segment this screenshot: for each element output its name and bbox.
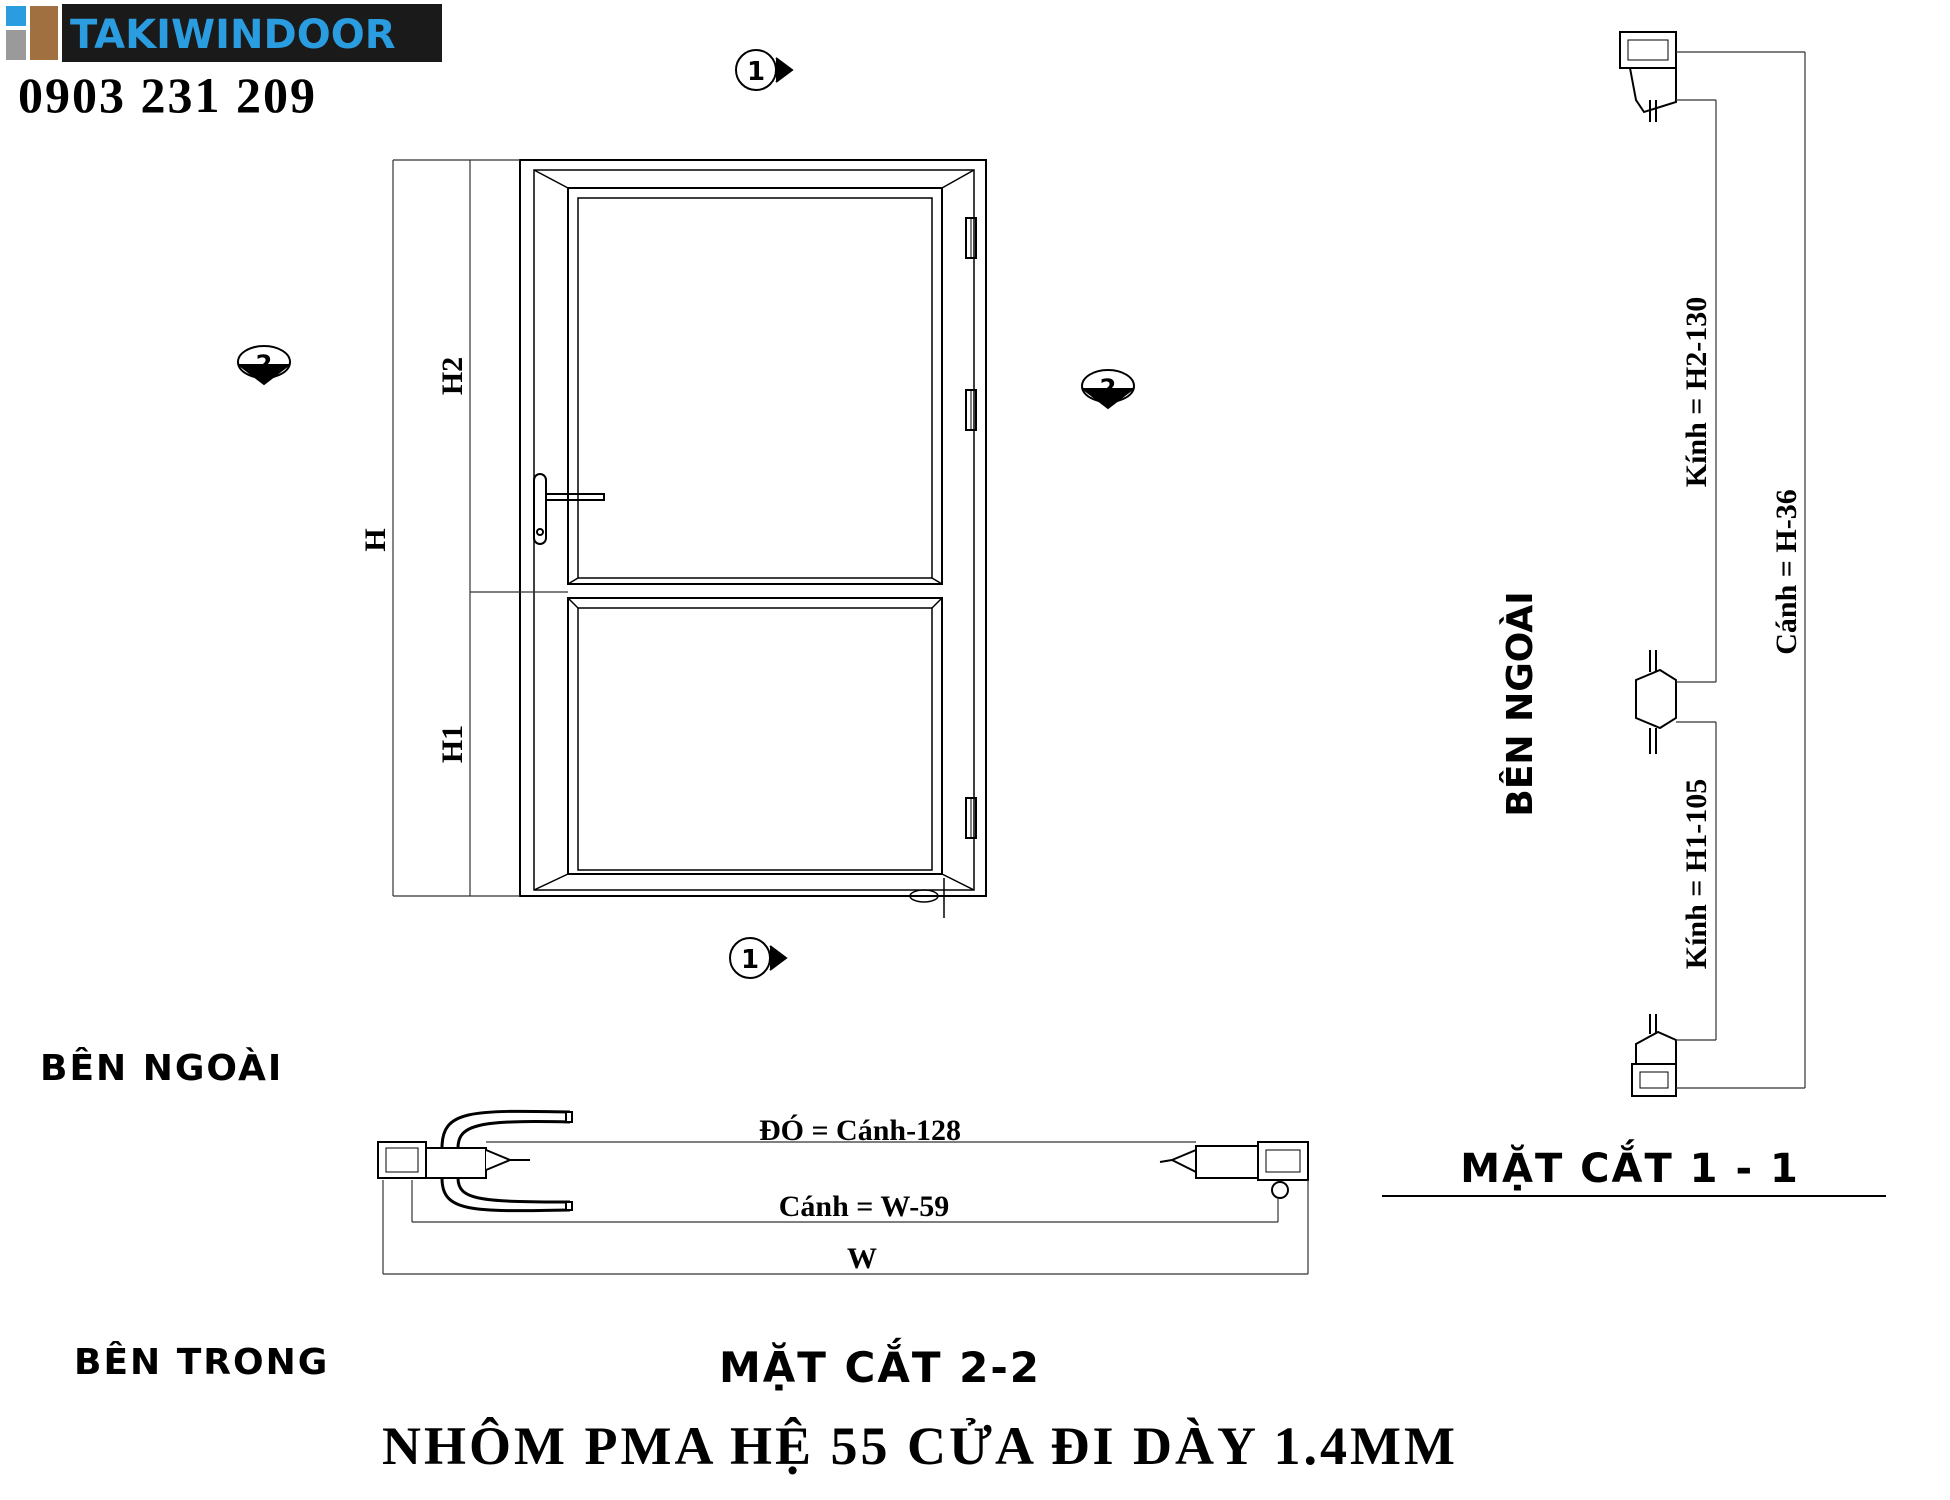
phone-number: 0903 231 209 [18,67,317,123]
door-elevation [519,159,987,918]
door-top-panel-inner [577,197,933,579]
mullion-formula: ĐÓ = Cánh-128 [759,1114,961,1147]
marker-label: 2 [1100,374,1117,402]
section-2-2-outside-label: BÊN NGOÀI [40,1047,283,1089]
glass-bottom-formula: Kính = H1-105 [1680,779,1713,969]
section-1-1-title: MẶT CẮT 1 - 1 [1460,1138,1800,1192]
marker-label: 1 [747,57,765,87]
footer-caption: NHÔM PMA HỆ 55 CỬA ĐI DÀY 1.4MM [382,1416,1458,1476]
sash-width-formula: Cánh = W-59 [779,1190,949,1223]
marker-label: 1 [741,945,759,975]
section-marker-1-top: 1 [735,49,794,91]
door-bottom-panel-inner [577,607,933,871]
profile-right-hinge-side [1159,1141,1309,1199]
logo: TAKIWINDOOR [6,4,442,62]
profile-bottom [1631,1014,1677,1097]
profile-top [1619,31,1677,122]
logo-text: TAKIWINDOOR [70,12,396,58]
section-marker-1-bottom: 1 [729,937,788,979]
dim-label-H: H [359,528,392,551]
door-handle [533,473,605,545]
section-2-2-inside-label: BÊN TRONG [74,1341,329,1383]
dim-label-H2: H2 [436,357,469,395]
door-bottom-panel-outer [567,597,943,875]
dim-label-H1: H1 [436,725,469,763]
glass-top-formula: Kính = H2-130 [1680,297,1713,487]
section-1-1-dimensions [1676,51,1806,1089]
sash-height-formula: Cánh = H-36 [1770,489,1803,654]
section-marker-2-right: 2 [1081,369,1135,410]
marker-label: 2 [256,350,273,378]
door-sash-outer [533,169,975,891]
section-1-1-outside-label: BÊN NGOÀI [1499,591,1541,816]
profile-mullion [1635,650,1677,754]
door-outer-frame [519,159,987,897]
logo-square-blue [6,6,26,26]
logo-banner [62,4,442,62]
section-2-2-title: MẶT CẮT 2-2 [719,1336,1041,1392]
dim-label-W: W [847,1242,877,1275]
door-top-panel-outer [567,187,943,585]
logo-square-brown [30,6,58,60]
section-1-1-profiles [1619,31,1677,1097]
logo-square-gray [6,30,26,60]
elevation-dimensions [392,159,568,897]
section-2-2-dimensions [382,1141,1309,1275]
section-marker-2-left: 2 [237,345,291,386]
profile-left-handle-side [377,1109,573,1213]
section-2-2-profiles [377,1109,1309,1213]
